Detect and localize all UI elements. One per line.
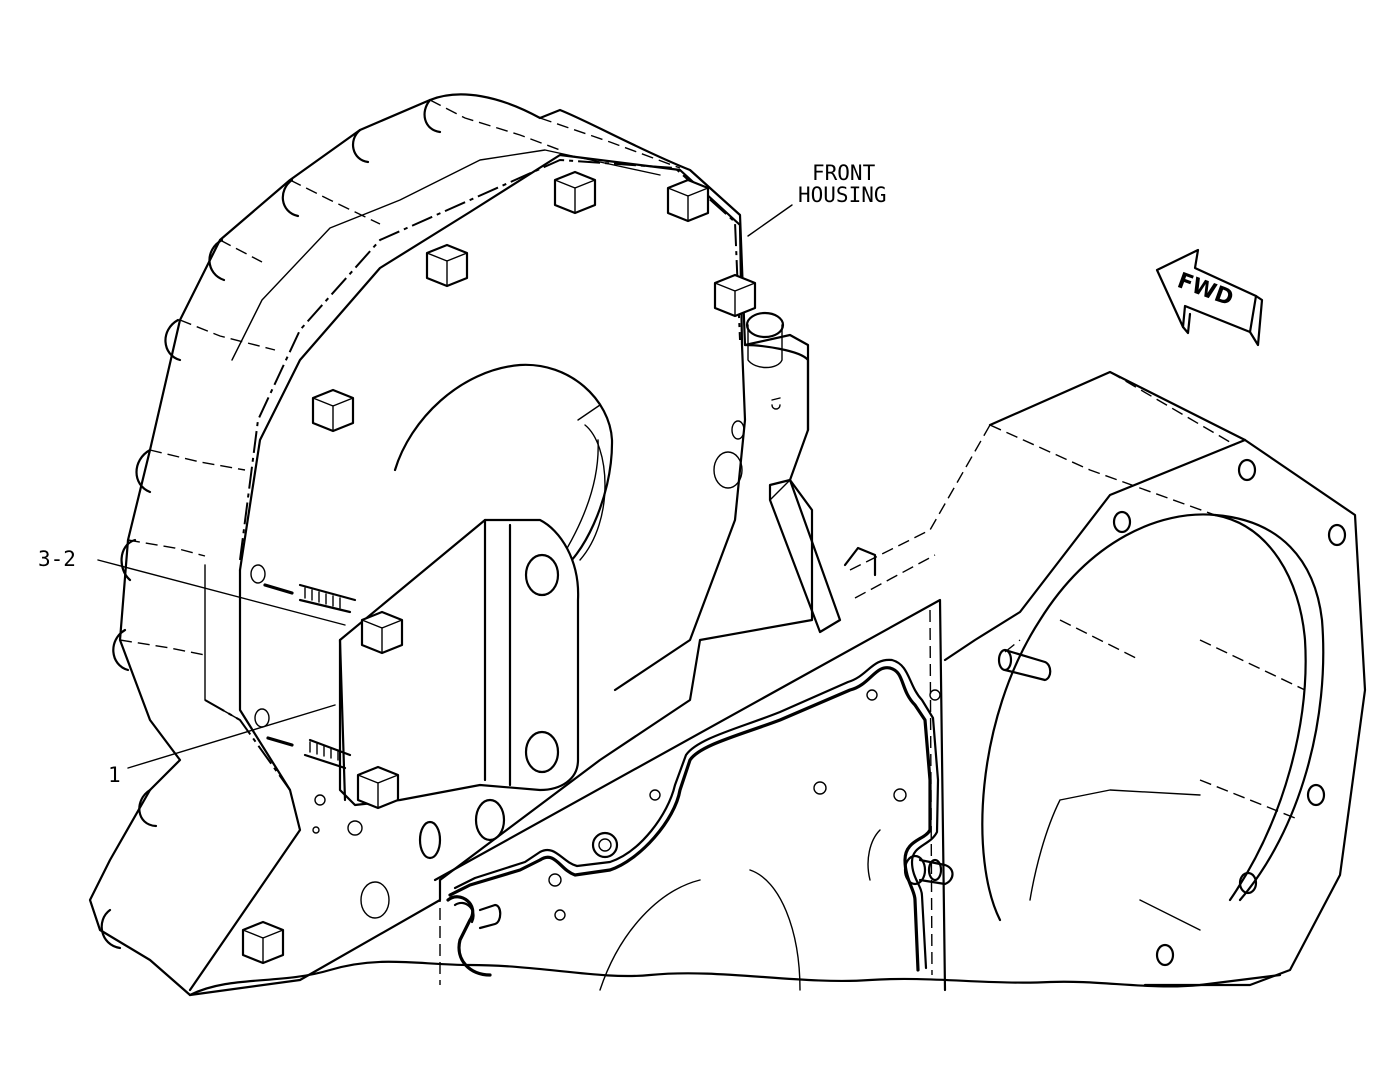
flange-hole [1112,510,1132,534]
flywheel-housing [849,370,1367,987]
callout-1-leader [127,704,336,769]
flange-hole [1327,523,1347,547]
front-housing-leader [747,204,793,237]
front-housing-callout: FRONT HOUSING [747,161,887,237]
lower-flange [188,568,506,992]
callout-3-2-leader [97,559,346,626]
callout-1: 1 [108,704,336,787]
bolt-head [425,243,469,288]
bracket-hole [524,730,560,774]
callout-3-2: 3-2 [38,547,346,626]
callout-3-2-label: 3-2 [38,547,76,571]
dowel-boss [745,311,785,339]
housing-bolts [241,170,785,965]
bracket-hole [524,553,560,597]
side-block [743,333,877,634]
bolt-head [553,170,597,215]
callout-1-label: 1 [108,763,121,787]
fwd-arrow: FWD [1155,248,1264,347]
mounting-bracket [338,518,580,807]
flange-hole [1155,943,1175,967]
front-housing [88,93,814,997]
front-housing-label-line1: FRONT [812,161,876,185]
flange-hole [1238,871,1258,895]
gasket-plate [433,598,954,992]
bracket-bolts [250,564,404,810]
break-line [188,960,1282,997]
bolt-head [666,178,710,223]
flange-hole [1237,458,1257,482]
bolt-head [713,273,757,318]
front-housing-label-line2: HOUSING [798,183,887,207]
flange-hole [1306,783,1326,807]
bolt-head [311,388,355,433]
bolt-head [241,920,285,965]
